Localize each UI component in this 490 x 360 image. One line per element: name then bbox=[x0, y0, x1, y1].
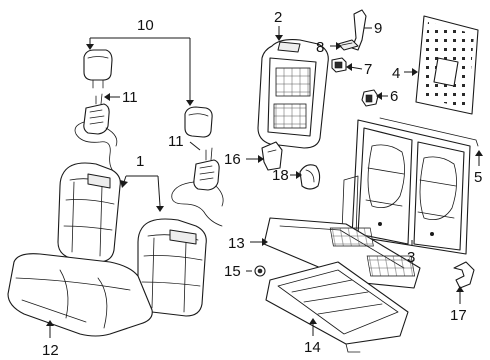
headrest-right bbox=[184, 106, 213, 138]
leader-lines bbox=[46, 26, 483, 338]
headrest-left bbox=[83, 49, 113, 89]
seat-latch-cable-right bbox=[171, 147, 224, 227]
bushing-18 bbox=[299, 164, 321, 190]
callout-16: 16 bbox=[224, 151, 241, 168]
callout-6: 6 bbox=[390, 88, 398, 105]
callout-3: 3 bbox=[407, 249, 415, 266]
callout-9: 9 bbox=[374, 20, 382, 37]
cushion-frame-14 bbox=[265, 261, 409, 353]
callout-13: 13 bbox=[228, 235, 245, 252]
callout-5: 5 bbox=[474, 169, 482, 186]
hinge-cover-16 bbox=[261, 141, 283, 171]
trim-17 bbox=[453, 261, 475, 289]
seat-frame-5 bbox=[341, 117, 479, 255]
callout-18: 18 bbox=[272, 167, 289, 184]
back-panel-4 bbox=[415, 15, 479, 115]
seat-back-left bbox=[57, 162, 121, 263]
callout-14: 14 bbox=[304, 339, 321, 356]
callout-11-right: 11 bbox=[168, 133, 184, 150]
clip-7 bbox=[331, 57, 347, 73]
callout-1: 1 bbox=[136, 153, 144, 170]
seat-cushion bbox=[7, 253, 153, 337]
seat-pan-13 bbox=[263, 217, 421, 289]
seat-back-right bbox=[137, 218, 207, 317]
callout-17: 17 bbox=[450, 307, 467, 324]
bolt-15 bbox=[254, 265, 266, 277]
bracket-9 bbox=[351, 9, 367, 51]
seat-latch-cable-left bbox=[74, 93, 118, 175]
callout-2: 2 bbox=[274, 9, 282, 26]
callout-12: 12 bbox=[42, 342, 59, 359]
callout-4: 4 bbox=[392, 65, 400, 82]
callout-7: 7 bbox=[364, 61, 372, 78]
hinge-cover-6 bbox=[361, 89, 379, 107]
callout-8: 8 bbox=[316, 39, 324, 56]
callout-15: 15 bbox=[224, 263, 241, 280]
seat-back-frame bbox=[257, 39, 329, 149]
callout-11-left: 11 bbox=[122, 89, 138, 106]
callout-10: 10 bbox=[137, 17, 154, 34]
cover-8 bbox=[337, 39, 359, 51]
